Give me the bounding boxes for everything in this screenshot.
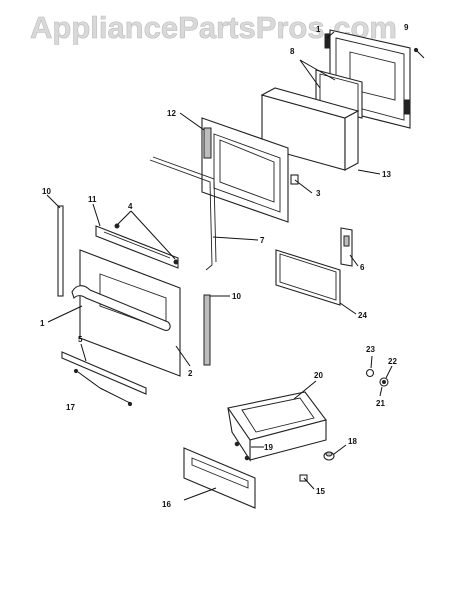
screw-icon bbox=[73, 368, 133, 407]
watermark-logo: AppliancePartsPros.com bbox=[30, 10, 397, 45]
callout-5: 5 bbox=[78, 335, 83, 344]
callout-1b: 1 bbox=[40, 319, 45, 328]
drawer-stop bbox=[299, 474, 308, 482]
callout-15: 15 bbox=[316, 487, 325, 496]
callout-17: 17 bbox=[66, 403, 75, 412]
callout-24: 24 bbox=[358, 311, 367, 320]
door-gasket bbox=[149, 156, 217, 271]
leader-lines bbox=[46, 31, 393, 501]
vent-trim bbox=[95, 225, 179, 269]
callout-13: 13 bbox=[382, 170, 391, 179]
callout-6: 6 bbox=[360, 263, 365, 272]
callout-11: 11 bbox=[88, 195, 97, 204]
callout-18: 18 bbox=[348, 437, 357, 446]
callout-7: 7 bbox=[260, 236, 265, 245]
callout-21: 21 bbox=[376, 399, 385, 408]
door-handle bbox=[71, 285, 171, 331]
callout-12: 12 bbox=[167, 109, 176, 118]
screw-icon bbox=[413, 47, 425, 59]
callout-23: 23 bbox=[366, 345, 375, 354]
callout-9: 9 bbox=[404, 23, 409, 32]
side-bracket bbox=[340, 227, 353, 267]
drawer-roller bbox=[365, 368, 389, 387]
callout-10b: 10 bbox=[232, 292, 241, 301]
callout-2: 2 bbox=[188, 369, 193, 378]
callout-10: 10 bbox=[42, 187, 51, 196]
callout-19: 19 bbox=[264, 443, 273, 452]
callout-20: 20 bbox=[314, 371, 323, 380]
callout-1: 1 bbox=[316, 25, 321, 34]
drawer-clip bbox=[234, 441, 250, 461]
access-panel bbox=[275, 249, 341, 306]
drawer-front-panel bbox=[183, 447, 256, 509]
callout-8: 8 bbox=[290, 47, 295, 56]
storage-drawer bbox=[227, 391, 327, 462]
leveling-leg bbox=[323, 451, 335, 461]
bottom-trim bbox=[61, 351, 147, 395]
callout-4: 4 bbox=[128, 202, 133, 211]
screw-icon bbox=[114, 223, 179, 265]
side-rail bbox=[203, 294, 211, 366]
inner-door-panel bbox=[201, 117, 289, 223]
callout-22: 22 bbox=[388, 357, 397, 366]
side-rail bbox=[57, 205, 64, 297]
callout-labels: 1 9 8 12 13 3 10 11 4 7 6 10 24 1 5 23 2… bbox=[40, 23, 409, 509]
callout-3: 3 bbox=[316, 189, 321, 198]
hinge-bracket bbox=[290, 174, 299, 185]
callout-16: 16 bbox=[162, 500, 171, 509]
